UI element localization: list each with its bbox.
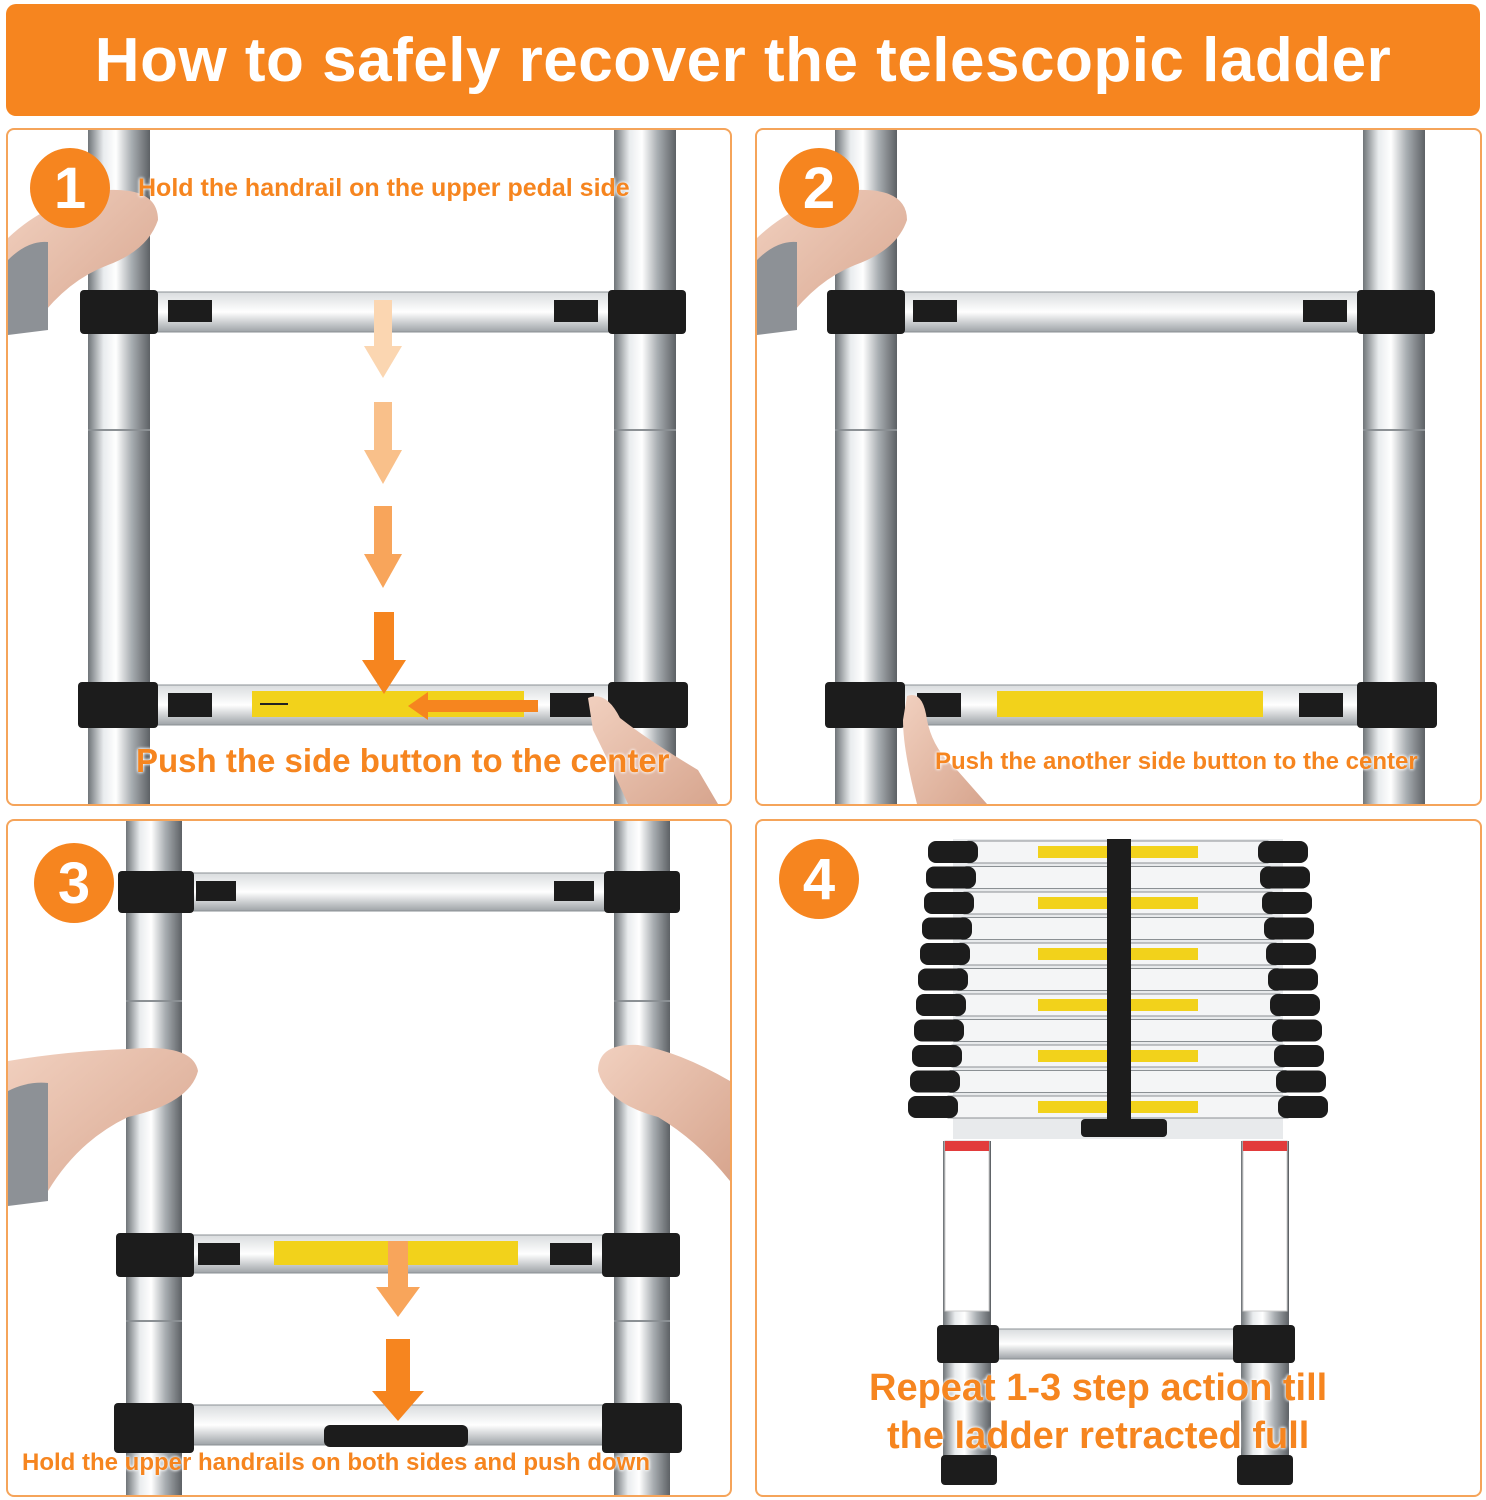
rung-cap-right xyxy=(1278,1096,1328,1118)
down-arrow-icon xyxy=(372,1241,424,1421)
rung-cap-left xyxy=(912,1045,962,1067)
step-3-bottom-caption: Hold the upper handrails on both sides a… xyxy=(22,1449,651,1476)
step-2-panel: 2 Push the another side button to the ce… xyxy=(755,128,1482,806)
step-number-badge: 3 xyxy=(34,843,114,923)
side-arrow-icon xyxy=(408,692,538,720)
rung-cap-right xyxy=(1264,917,1314,940)
ladder-illustration xyxy=(8,821,730,1495)
rung-cap-left xyxy=(916,994,966,1016)
rung-cap-left xyxy=(928,841,978,863)
rung-cap-right xyxy=(1276,1070,1326,1093)
rung-cap-left xyxy=(918,968,968,991)
title-banner: How to safely recover the telescopic lad… xyxy=(6,4,1480,116)
step-3-panel: 3 Hold the upper handrails on both sides… xyxy=(6,819,732,1497)
rung-cap-left xyxy=(926,866,976,889)
step-1-top-caption: Hold the handrail on the upper pedal sid… xyxy=(138,174,630,202)
rung-cap-right xyxy=(1268,968,1318,991)
rung-cap-right xyxy=(1266,943,1316,965)
rung-cap-right xyxy=(1258,841,1308,863)
step-number-badge: 2 xyxy=(779,148,859,228)
down-arrow-icon xyxy=(362,300,406,694)
step-1-bottom-caption: Push the side button to the center xyxy=(136,742,670,779)
step-4-caption-line2: the ladder retracted full xyxy=(887,1415,1310,1457)
rung-cap-right xyxy=(1270,994,1320,1016)
rung-cap-left xyxy=(924,892,974,914)
step-1-panel: 1 Hold the handrail on the upper pedal s… xyxy=(6,128,732,806)
rung-cap-right xyxy=(1274,1045,1324,1067)
step-4-panel: 4 Repeat 1-3 step action till the ladder… xyxy=(755,819,1482,1497)
step-number-badge: 4 xyxy=(779,839,859,919)
rung-cap-left xyxy=(914,1019,964,1042)
rung-cap-right xyxy=(1262,892,1312,914)
rung-cap-left xyxy=(908,1096,958,1118)
rung-cap-left xyxy=(920,943,970,965)
step-number-badge: 1 xyxy=(30,148,110,228)
ladder-illustration xyxy=(8,130,718,804)
step-4-caption-line1: Repeat 1-3 step action till xyxy=(869,1367,1328,1409)
page-title: How to safely recover the telescopic lad… xyxy=(94,25,1392,95)
step-2-bottom-caption: Push the another side button to the cent… xyxy=(935,748,1418,775)
rung-cap-right xyxy=(1272,1019,1322,1042)
rung-cap-left xyxy=(922,917,972,940)
ladder-illustration xyxy=(757,130,1437,804)
rung-cap-left xyxy=(910,1070,960,1093)
ladder-icon xyxy=(908,839,1328,1485)
rung-cap-right xyxy=(1260,866,1310,889)
